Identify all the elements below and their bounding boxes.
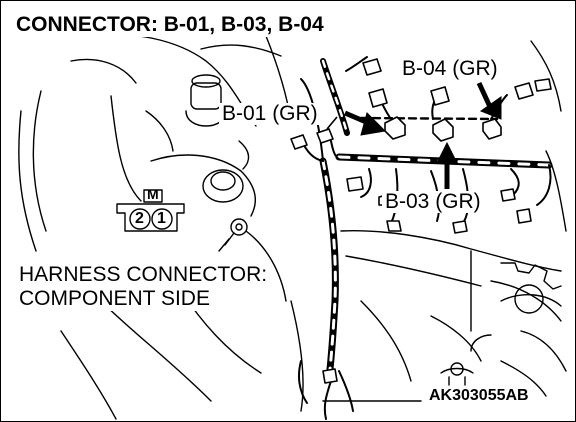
note-line-2: COMPONENT SIDE bbox=[19, 287, 210, 310]
b03-arrow bbox=[436, 141, 458, 189]
pulley-illustration bbox=[470, 262, 562, 352]
b01-arrow bbox=[344, 110, 387, 136]
connector-header-label: M bbox=[147, 186, 159, 202]
b01-leader-line bbox=[326, 116, 338, 130]
ground-terminal-illustration bbox=[218, 218, 248, 252]
harness-connector-note: HARNESS CONNECTOR: COMPONENT SIDE bbox=[19, 263, 272, 311]
callout-b01: B-01 (GR) bbox=[219, 103, 321, 125]
connector-pin-2: 2 bbox=[135, 210, 144, 227]
b04-arrow bbox=[476, 81, 502, 120]
note-line-1: HARNESS CONNECTOR: bbox=[19, 263, 268, 286]
reference-code: AK303055AB bbox=[427, 387, 531, 405]
connector-pin-1: 1 bbox=[157, 210, 166, 227]
engine-cap-shapes bbox=[145, 74, 250, 203]
connector-symbol-shape bbox=[116, 189, 185, 232]
sensor-illustration bbox=[440, 362, 474, 386]
engine-background-lines bbox=[18, 33, 567, 420]
callout-b04: B-04 (GR) bbox=[399, 58, 501, 80]
callout-b03: B-03 (GR) bbox=[382, 191, 484, 213]
diagram-title: CONNECTOR: B-01, B-03, B-04 bbox=[14, 13, 328, 37]
